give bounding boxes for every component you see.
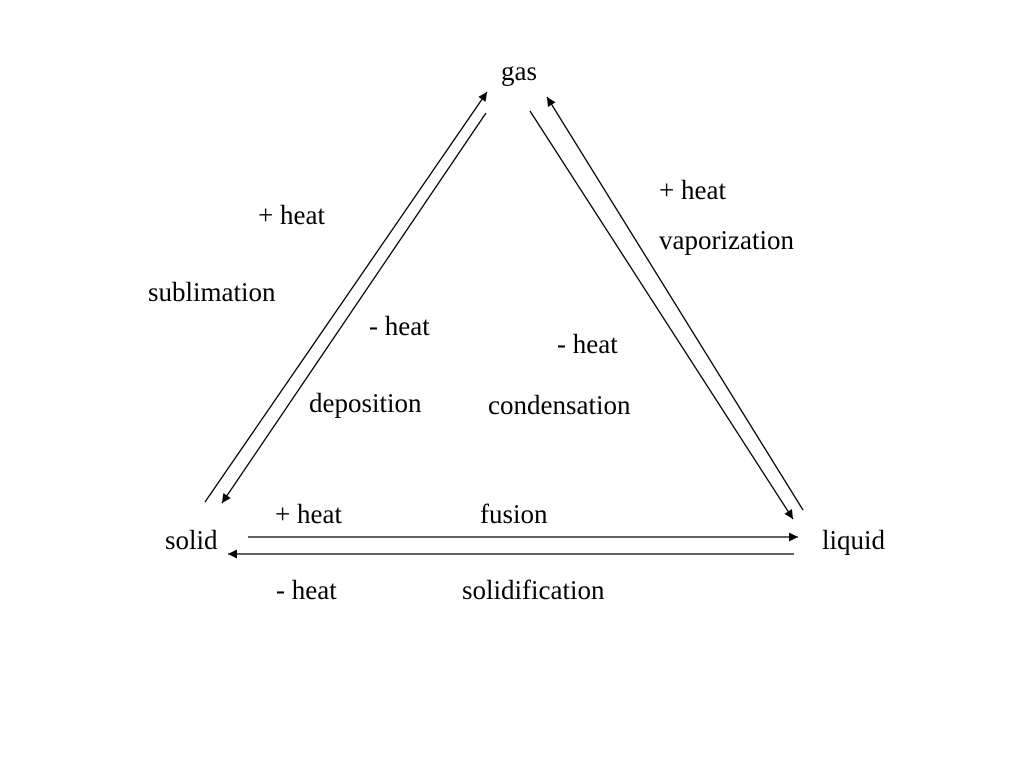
liquid-label: liquid [822,525,886,555]
deposition-heat-label: - heat [369,311,430,341]
condensation-label: condensation [488,390,631,420]
sublimation-label: sublimation [148,277,276,307]
solidification-heat-label: - heat [276,575,337,605]
solid-label: solid [165,525,218,555]
vaporization-arrow [546,96,804,511]
fusion-label: fusion [480,499,548,529]
sublimation-heat-label: + heat [258,200,325,230]
vaporization-label: vaporization [659,225,794,255]
vaporization-heat-label: + heat [659,175,726,205]
deposition-label: deposition [309,388,422,418]
solidification-label: solidification [462,575,605,605]
gas-label: gas [501,56,537,86]
sublimation-arrow [204,91,488,503]
condensation-arrow [529,110,794,520]
condensation-heat-label: - heat [557,329,618,359]
deposition-arrow [221,112,487,504]
fusion-heat-label: + heat [275,499,342,529]
